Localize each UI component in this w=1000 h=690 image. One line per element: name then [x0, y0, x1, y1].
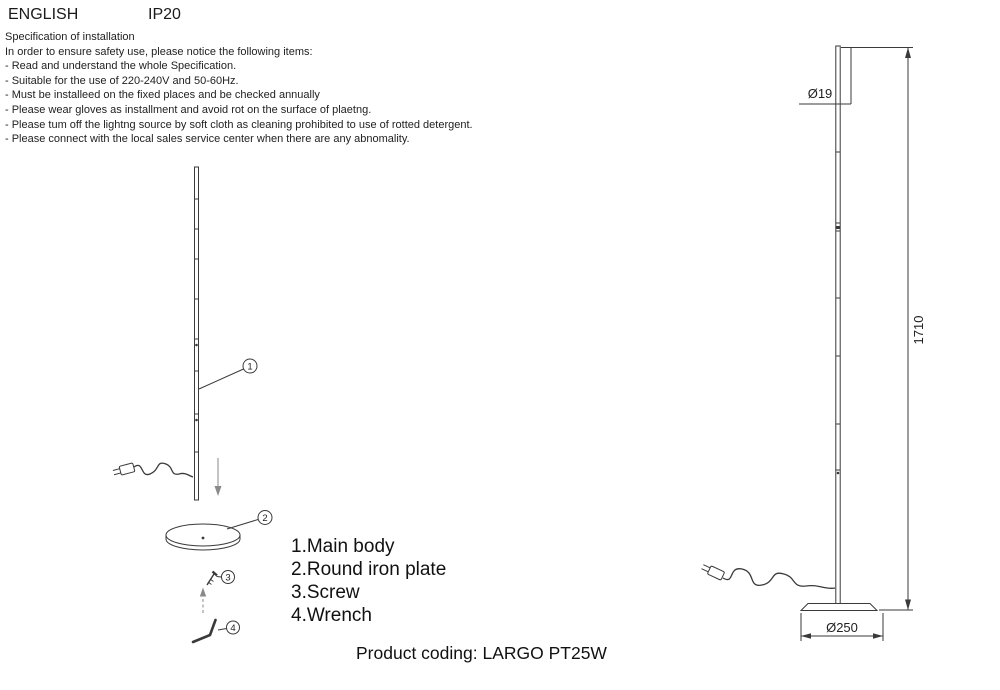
parts-list-item: 2.Round iron plate — [291, 559, 447, 580]
spec-block: Specification of installation In order t… — [5, 30, 473, 147]
parts-list-item: 4.Wrench — [291, 605, 372, 626]
product-coding: Product coding: LARGO PT25W — [356, 643, 607, 663]
spec-item: - Must be installeed on the fixed places… — [5, 89, 320, 102]
spec-item: - Suitable for the use of 220-240V and 5… — [5, 74, 239, 87]
spec-title: Specification of installation — [5, 31, 135, 43]
spec-intro: In order to ensure safety use, please no… — [5, 45, 313, 58]
callout-4-number: 4 — [230, 623, 235, 634]
callout-2-number: 2 — [262, 513, 267, 524]
ip-rating-label: IP20 — [148, 6, 181, 23]
callout-1: 1 — [198, 358, 258, 390]
base-plate — [799, 603, 879, 611]
spec-item: - Read and understand the whole Specific… — [5, 60, 237, 73]
power-cord — [133, 462, 194, 478]
screw-arrow-up — [199, 587, 207, 613]
spec-item: - Please tum off the lightng source by s… — [5, 118, 473, 131]
callout-1-leader — [198, 368, 244, 390]
main-body-pole — [194, 166, 199, 501]
dimension-base-diameter-label: Ø250 — [826, 620, 858, 635]
assembled-pole-ticks — [835, 151, 841, 475]
pole-joint-ticks — [194, 198, 199, 453]
spec-item: - Please connect with the local sales se… — [5, 133, 410, 146]
power-plug — [112, 462, 136, 476]
callout-3-leader — [216, 576, 222, 578]
callout-4-leader — [217, 628, 227, 631]
insert-arrow-down — [214, 458, 222, 496]
parts-list: 1.Main body 2.Round iron plate 3.Screw 4… — [291, 535, 446, 627]
spec-item: - Please wear gloves as installment and … — [5, 103, 372, 116]
dimension-top-diameter: Ø19 — [799, 48, 852, 105]
parts-list-item: 3.Screw — [291, 582, 360, 603]
assembled-power-cord — [722, 568, 836, 590]
wrench — [191, 618, 217, 644]
dimension-base-diameter: Ø250 — [800, 613, 884, 641]
dimension-height: 1710 — [841, 47, 926, 611]
screw — [206, 570, 218, 586]
dimension-height-label: 1710 — [911, 316, 926, 345]
round-iron-plate — [165, 523, 241, 551]
exploded-view: 1 2 — [112, 166, 273, 644]
assembled-power-plug — [701, 564, 725, 581]
dimension-top-diameter-label: Ø19 — [808, 86, 833, 101]
language-label: ENGLISH — [8, 6, 79, 23]
callout-3-number: 3 — [225, 572, 230, 583]
callout-4: 4 — [217, 620, 240, 635]
callout-2-leader — [226, 519, 259, 530]
assembled-view: Ø19 1710 Ø250 — [701, 45, 926, 641]
parts-list-item: 1.Main body — [291, 536, 395, 557]
callout-3: 3 — [216, 570, 235, 584]
assembled-pole — [835, 45, 841, 605]
callout-1-number: 1 — [247, 362, 252, 373]
callout-2: 2 — [226, 510, 273, 530]
